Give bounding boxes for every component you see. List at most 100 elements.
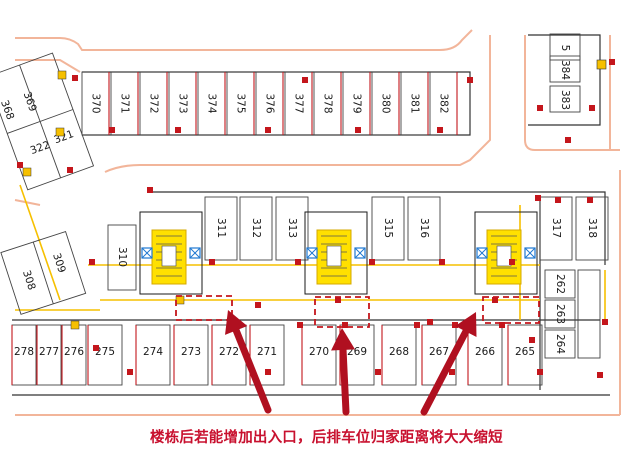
bottom-row-number: 276 <box>64 346 84 358</box>
red-marker <box>492 297 498 303</box>
red-marker <box>295 259 301 265</box>
elevator-icon <box>141 247 153 259</box>
yellow-dot <box>57 70 67 80</box>
wall-line <box>104 35 491 173</box>
bottom-row-number: 274 <box>143 346 163 358</box>
elevator-icon <box>306 247 318 259</box>
top-right-stall <box>549 55 581 83</box>
bottom-row-number: 267 <box>429 346 449 358</box>
red-marker <box>587 197 593 203</box>
building-cores <box>139 211 538 295</box>
elevator-cross <box>476 247 488 259</box>
red-marker <box>375 369 381 375</box>
stair-well <box>496 245 512 267</box>
mid-row-number: 311 <box>215 218 227 238</box>
right-col-stall <box>544 269 576 299</box>
stair-core-icon <box>474 211 538 295</box>
lane-line <box>19 184 61 301</box>
elevator-cross <box>141 247 153 259</box>
red-marker <box>452 322 458 328</box>
mid-row-number: 312 <box>250 218 262 238</box>
elevator-cross <box>524 247 536 259</box>
red-marker <box>17 162 23 168</box>
proposed-entrance-box <box>482 296 540 324</box>
top-row-number: 376 <box>264 93 276 113</box>
top-row-number: 379 <box>351 93 363 113</box>
core-outline <box>304 211 368 295</box>
bottom-row-number: 275 <box>95 346 115 358</box>
bottom-row-number: 266 <box>475 346 495 358</box>
left-upper-number: 369 <box>21 90 39 113</box>
yellow-dot <box>55 127 65 137</box>
top-row-number: 381 <box>409 93 421 113</box>
top-right-yellow-dot <box>596 59 607 70</box>
arrow-shaft <box>339 346 350 416</box>
left-lower-divider <box>32 241 54 304</box>
bottom-row-number: 272 <box>219 346 239 358</box>
left-upper-outline <box>0 52 95 191</box>
mid-row-stall <box>407 196 441 261</box>
top-row-number: 380 <box>380 93 392 113</box>
red-marker <box>255 302 261 308</box>
arrow-head <box>455 312 477 338</box>
mid-row-number: 317 <box>550 218 562 238</box>
right-col-number: 263 <box>554 304 566 324</box>
elevator-icon <box>354 247 366 259</box>
stair-fill <box>486 229 522 285</box>
red-marker <box>449 369 455 375</box>
right-col-stall <box>544 299 576 329</box>
red-marker <box>355 127 361 133</box>
top-right-number: 384 <box>559 60 571 80</box>
red-arrow-icon <box>420 312 477 416</box>
top-row-number: 378 <box>322 93 334 113</box>
proposed-entrance-boxes <box>175 295 540 328</box>
red-arrows <box>225 310 477 416</box>
left-lower-group: 308 309 <box>0 230 87 315</box>
red-marker <box>537 369 543 375</box>
red-marker <box>537 105 543 111</box>
top-right-number: 383 <box>559 90 571 110</box>
right-col-number: 262 <box>554 274 566 294</box>
bottom-row-number: 277 <box>39 346 59 358</box>
wall-line <box>15 59 81 73</box>
structure-lines <box>12 34 610 396</box>
red-marker <box>427 319 433 325</box>
arrow-shaft <box>420 328 470 416</box>
red-marker <box>529 337 535 343</box>
red-marker <box>597 372 603 378</box>
red-arrow-icon <box>331 328 356 416</box>
red-marker <box>89 259 95 265</box>
red-arrow-icon <box>225 310 272 414</box>
red-marker <box>589 105 595 111</box>
top-row-number: 382 <box>438 93 450 113</box>
left-lower-number: 308 <box>20 269 38 292</box>
arrow-shaft <box>232 326 272 414</box>
elevator-icon <box>476 247 488 259</box>
red-marker <box>67 167 73 173</box>
left-mid-stall <box>107 224 137 291</box>
left-upper-number: 368 <box>0 99 16 122</box>
bottom-row-number: 268 <box>389 346 409 358</box>
top-row-number: 370 <box>90 93 102 113</box>
caption-text: 楼栋后若能增加出入口，后排车位归家距离将大大缩短 <box>150 430 503 446</box>
yellow-dot <box>22 167 32 177</box>
top-right-number: 5 <box>559 45 571 52</box>
red-marker <box>147 187 153 193</box>
red-marker <box>437 127 443 133</box>
top-row-number: 375 <box>235 93 247 113</box>
red-marker <box>555 197 561 203</box>
bottom-row-number: 265 <box>515 346 535 358</box>
left-lower-number: 309 <box>50 252 68 275</box>
bottom-row-number: 273 <box>181 346 201 358</box>
mid-row-number: 318 <box>586 218 598 238</box>
red-marker <box>175 127 181 133</box>
structure-line <box>528 34 601 126</box>
elevator-cross <box>306 247 318 259</box>
red-marker <box>509 259 515 265</box>
left-upper-divider <box>7 109 74 134</box>
left-mid-number: 310 <box>116 247 128 267</box>
red-marker <box>467 77 473 83</box>
